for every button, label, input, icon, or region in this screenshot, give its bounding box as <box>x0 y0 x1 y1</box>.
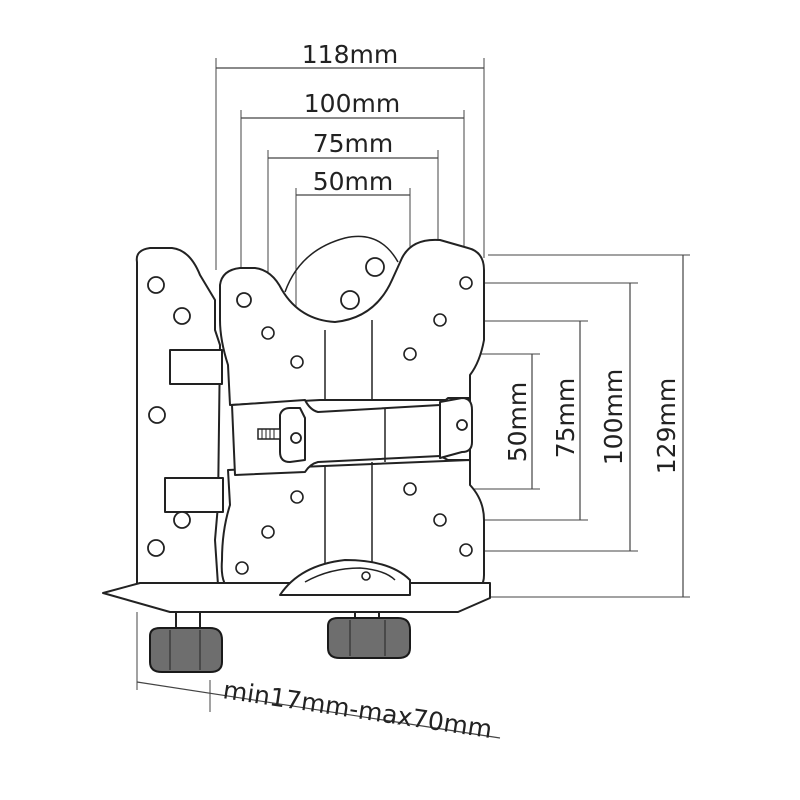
vesa-75-hole-br <box>433 513 447 527</box>
front-vesa-plate <box>219 238 485 406</box>
front-hole-top-left <box>236 292 252 308</box>
bracket-assembly <box>102 235 491 673</box>
vesa-75-hole-bl <box>261 525 275 539</box>
back-hole-3 <box>148 406 166 424</box>
back-hole-5 <box>147 539 165 557</box>
clamp-rivet-right <box>456 419 468 431</box>
bottom-jaw-inner <box>304 567 396 583</box>
bottom-jaw-hole <box>361 571 371 581</box>
vesa-100-hole-br <box>459 543 473 557</box>
adjust-screw <box>257 428 281 440</box>
label-118mm: 118mm <box>302 40 398 69</box>
label-129mm: 129mm <box>652 378 681 474</box>
label-50mm: 50mm <box>313 167 394 196</box>
right-dimensions: 129mm 100mm 75mm 50mm <box>418 254 690 598</box>
knob-right <box>327 617 411 659</box>
back-slot-top <box>169 349 223 385</box>
vesa-50-hole-tl <box>290 355 304 369</box>
label-clamp-range: min17mm-max70mm <box>221 675 494 744</box>
vesa-100-hole-bl <box>235 561 249 575</box>
label-h100mm: 100mm <box>599 369 628 465</box>
label-h50mm: 50mm <box>503 382 532 463</box>
front-hole-top-center <box>340 290 360 310</box>
vesa-100-hole-tr <box>459 276 473 290</box>
back-hole-2 <box>173 307 191 325</box>
vesa-50-hole-bl <box>290 490 304 504</box>
back-hole-4 <box>173 511 191 529</box>
front-hole-top-right <box>365 257 385 277</box>
back-hole-1 <box>147 276 165 294</box>
label-h75mm: 75mm <box>551 378 580 459</box>
label-75mm: 75mm <box>313 129 394 158</box>
clamp-right-tab <box>439 397 473 459</box>
vesa-50-hole-br <box>403 482 417 496</box>
back-slot-bottom <box>164 477 224 513</box>
dim-line-clamp <box>136 681 501 739</box>
label-100mm: 100mm <box>304 89 400 118</box>
vesa-75-hole-tl <box>261 326 275 340</box>
vesa-50-hole-tr <box>403 347 417 361</box>
bottom-jaw <box>279 559 411 596</box>
vesa-75-hole-tr <box>433 313 447 327</box>
top-arch-curve <box>284 235 399 293</box>
knob-left <box>149 627 223 673</box>
clamp-rivet-left <box>290 432 302 444</box>
